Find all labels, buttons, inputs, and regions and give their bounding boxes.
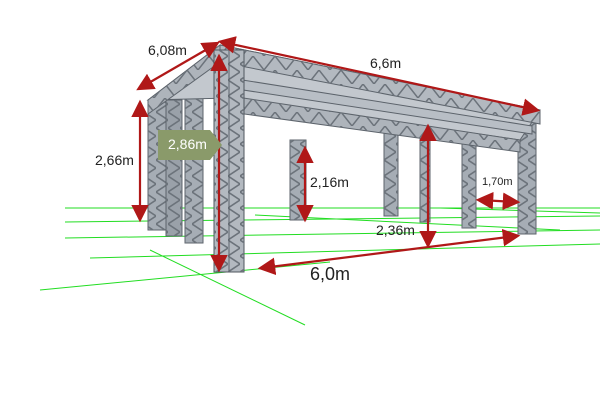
top-depth-label: 6,08m: [148, 42, 187, 58]
bottom-length-label: 6,0m: [310, 264, 351, 284]
top-length-arrow: [217, 36, 541, 116]
height-badge: 2,86m: [158, 130, 222, 160]
bottom-length-arrow: [257, 228, 521, 276]
span-label: 1,70m: [482, 176, 513, 188]
top-depth-arrow: [136, 41, 220, 91]
mid-height-label: 2,36m: [376, 222, 415, 238]
span-arrow: [475, 191, 521, 211]
left-height-label: 2,66m: [95, 152, 134, 168]
badge-label: 2,86m: [168, 136, 207, 152]
top-length-label: 6,6m: [370, 55, 402, 71]
left-columns: [147, 94, 204, 244]
inner-height-label: 2,16m: [310, 174, 349, 190]
dimension-arrows: [131, 36, 541, 276]
